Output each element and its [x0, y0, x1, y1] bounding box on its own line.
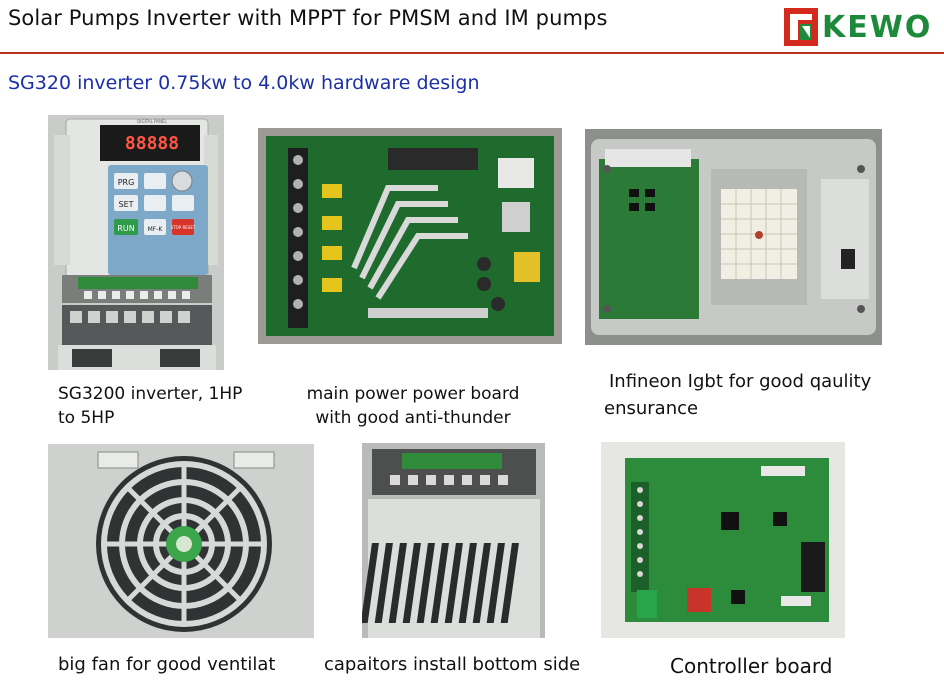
- kewo-logo-mark-icon: [784, 8, 818, 46]
- caption-capacitors: capaitors install bottom side: [324, 654, 581, 675]
- header-divider: [0, 52, 944, 54]
- capacitors-photo: [362, 443, 545, 638]
- key-stop: STOP RESET: [171, 225, 196, 230]
- page-subtitle: SG320 inverter 0.75kw to 4.0kw hardware …: [8, 72, 480, 94]
- caption-igbt: Infineon Igbt for good qaulity ensurance: [604, 368, 871, 422]
- page-title: Solar Pumps Inverter with MPPT for PMSM …: [8, 6, 608, 30]
- caption-inverter: SG3200 inverter, 1HP to 5HP: [58, 382, 242, 430]
- key-run: RUN: [117, 224, 134, 233]
- caption-igbt-line2: ensurance: [604, 398, 699, 419]
- fan-photo: [48, 444, 314, 638]
- caption-power-board-line2: with good anti-thunder: [315, 408, 511, 428]
- key-prg: PRG: [118, 178, 135, 187]
- caption-power-board: main power power board with good anti-th…: [300, 382, 526, 430]
- caption-inverter-line2: to 5HP: [58, 408, 115, 428]
- caption-igbt-line1: Infineon Igbt for good qaulity: [609, 371, 872, 392]
- caption-inverter-line1: SG3200 inverter, 1HP: [58, 384, 243, 404]
- key-mfk: MF-K: [148, 226, 164, 233]
- power-board-photo: [258, 128, 562, 344]
- controller-board-photo: [601, 442, 845, 638]
- caption-controller: Controller board: [670, 654, 833, 678]
- brand-name: KEWO: [822, 10, 933, 45]
- led-display: 88888: [125, 133, 179, 154]
- caption-fan: big fan for good ventilat: [58, 654, 276, 675]
- panel-label: DIGITAL PANEL: [137, 119, 167, 124]
- caption-power-board-line1: main power power board: [306, 384, 520, 404]
- inverter-photo: DIGITAL PANEL 88888 PRG SET RUN MF-K STO…: [48, 115, 224, 370]
- kewo-logo: KEWO: [782, 4, 938, 50]
- key-set: SET: [118, 200, 133, 209]
- igbt-photo: [585, 129, 882, 345]
